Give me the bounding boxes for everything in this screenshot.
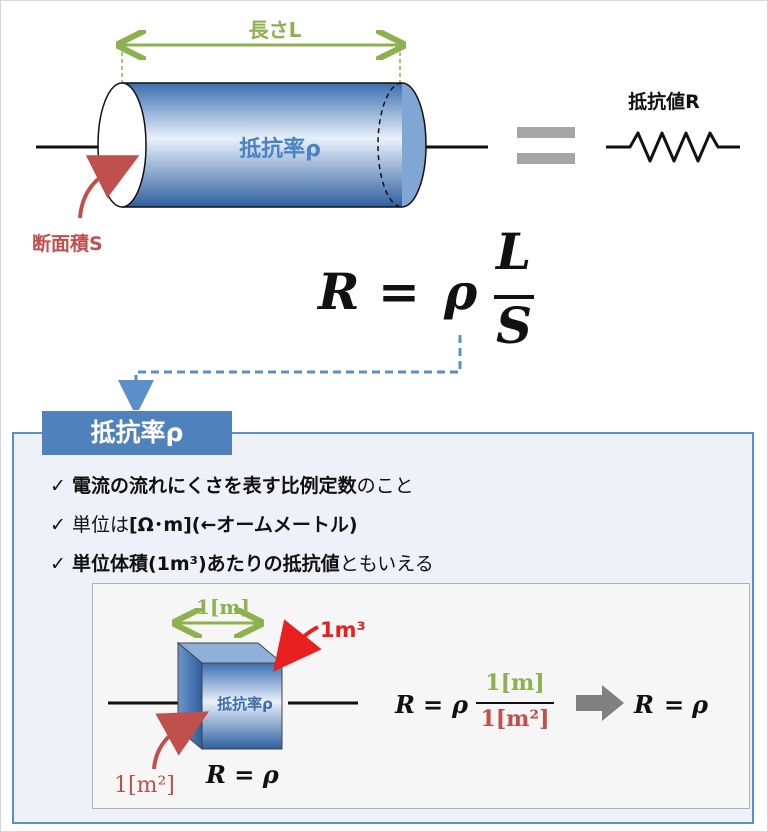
example-fraction-numerator: 1[m] [485, 670, 545, 696]
panel-tab: 抵抗率ρ [42, 411, 232, 455]
result-eq-rho: ρ [692, 690, 708, 719]
resistor-symbol [606, 131, 740, 163]
bullet-item: ✓ 単位は[Ω･m](←オームメートル) [50, 514, 358, 536]
area-pointer-arrow [78, 155, 140, 219]
formula-rho: ρ [444, 262, 478, 321]
area-pointer-arrow-small [152, 711, 209, 770]
cube-length-label: 1[m] [195, 595, 250, 619]
equals-sign [517, 127, 575, 164]
formula-numerator: L [496, 222, 532, 281]
bullet-item: ✓ 電流の流れにくさを表す比例定数のこと [50, 475, 414, 497]
cube-volume-label: 1m³ [320, 618, 366, 642]
result-eq-lhs: R [634, 690, 654, 719]
example-eq-rho: ρ [452, 690, 468, 719]
cylinder [97, 82, 427, 208]
length-label: 長さL [248, 18, 302, 42]
example-eq-lhs: R [395, 690, 415, 719]
result-eq-equals: = [664, 690, 685, 719]
cube-resistivity-label: 抵抗率ρ [217, 695, 273, 713]
example-eq-equals: = [423, 690, 444, 719]
area-label: 断面積S [32, 233, 103, 255]
cube-illustration [108, 583, 624, 770]
resistor-illustration [36, 0, 740, 410]
cube-equation: R = ρ [206, 760, 279, 789]
formula-lhs: R [318, 262, 360, 321]
cylinder-resistivity-label: 抵抗率ρ [239, 137, 321, 162]
result-arrow [576, 685, 624, 721]
resistance-label: 抵抗値R [628, 91, 700, 113]
cube [176, 641, 284, 751]
formula-denominator: S [496, 296, 533, 355]
cube-area-label: 1[m²] [114, 773, 175, 798]
example-fraction-denominator: 1[m²] [480, 706, 550, 732]
rho-connector [118, 335, 462, 410]
formula-equals: = [378, 262, 420, 321]
volume-pointer-arrow [273, 619, 322, 672]
bullet-item: ✓ 単位体積(1m³)あたりの抵抗値ともいえる [50, 553, 434, 575]
